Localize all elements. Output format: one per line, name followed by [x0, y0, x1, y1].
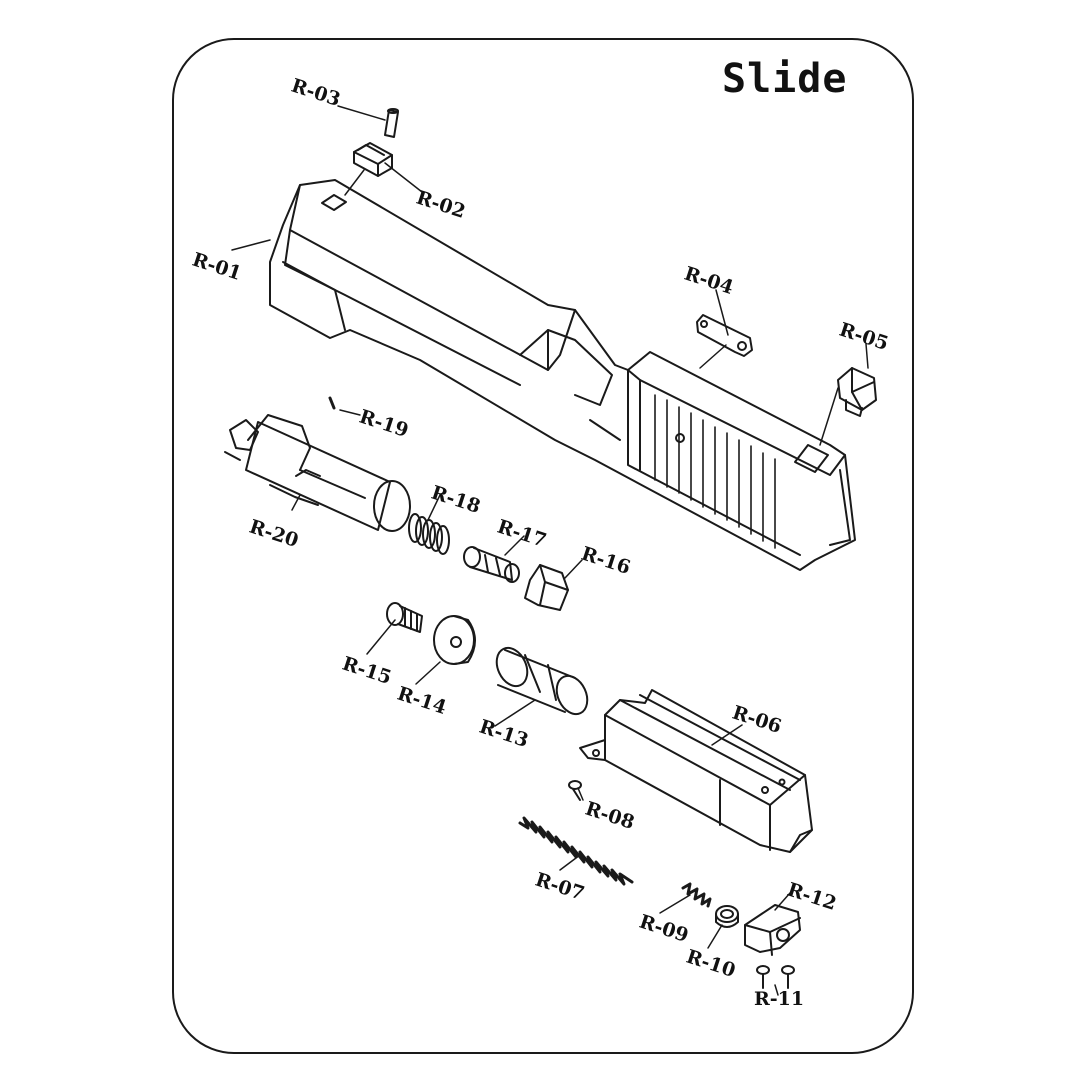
part-r07-recoil-spring [518, 816, 634, 886]
part-r15-bolt [386, 602, 423, 633]
part-r04-extractor [696, 314, 753, 357]
part-r19-set-screw [328, 396, 336, 410]
diagram-frame [172, 38, 914, 1054]
part-r14-washer [433, 615, 476, 665]
part-r18-spring [408, 513, 450, 555]
part-r02-rear-sight [353, 142, 393, 177]
diagram-title: Slide [722, 56, 848, 102]
part-r20-nozzle-housing [224, 414, 411, 532]
part-r17-valve [463, 546, 520, 583]
part-r13-cylinder-sleeve [495, 646, 589, 716]
part-r16-nozzle-block [524, 564, 569, 611]
part-r01-slide-body [269, 179, 856, 571]
part-r06-rail-housing [579, 689, 813, 853]
part-r01-serrations [654, 394, 776, 549]
part-r12-block [744, 904, 801, 956]
leader-lines [231, 105, 869, 996]
part-r05-front-sight [837, 367, 877, 417]
part-r09-spring [681, 882, 712, 908]
part-r08-screw [568, 780, 582, 801]
part-r11-screws [756, 965, 795, 989]
part-r10-bushing [715, 905, 739, 928]
part-r03-pin [384, 108, 399, 138]
label-r11: R-11 [754, 988, 805, 1010]
